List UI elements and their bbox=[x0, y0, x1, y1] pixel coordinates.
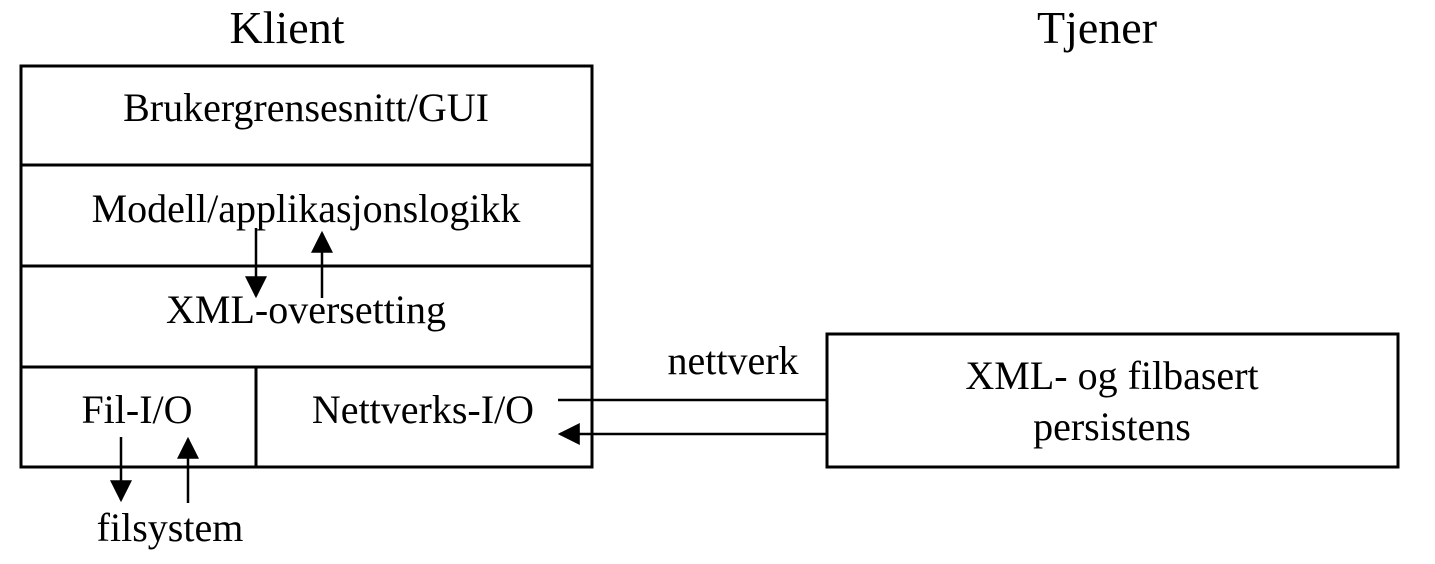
persistence-label-line1: XML- og filbasert bbox=[965, 353, 1258, 398]
gui-layer-label: Brukergrensesnitt/GUI bbox=[123, 85, 489, 130]
server-box: XML- og filbasert persistens bbox=[825, 332, 1400, 469]
network-label: nettverk bbox=[667, 338, 798, 383]
client-stack: Brukergrensesnitt/GUI Modell/applikasjon… bbox=[19, 64, 594, 469]
file-io-label: Fil-I/O bbox=[81, 387, 192, 432]
filesystem-label: filsystem bbox=[97, 505, 244, 550]
persistence-label-line2: persistens bbox=[1033, 404, 1191, 449]
server-box-frame bbox=[825, 332, 1400, 469]
xml-layer-label: XML-oversetting bbox=[166, 287, 446, 332]
network-io-label: Nettverks-I/O bbox=[312, 387, 534, 432]
server-heading: Tjener bbox=[1037, 2, 1157, 53]
model-layer-label: Modell/applikasjonslogikk bbox=[92, 186, 521, 231]
client-heading: Klient bbox=[230, 2, 345, 53]
